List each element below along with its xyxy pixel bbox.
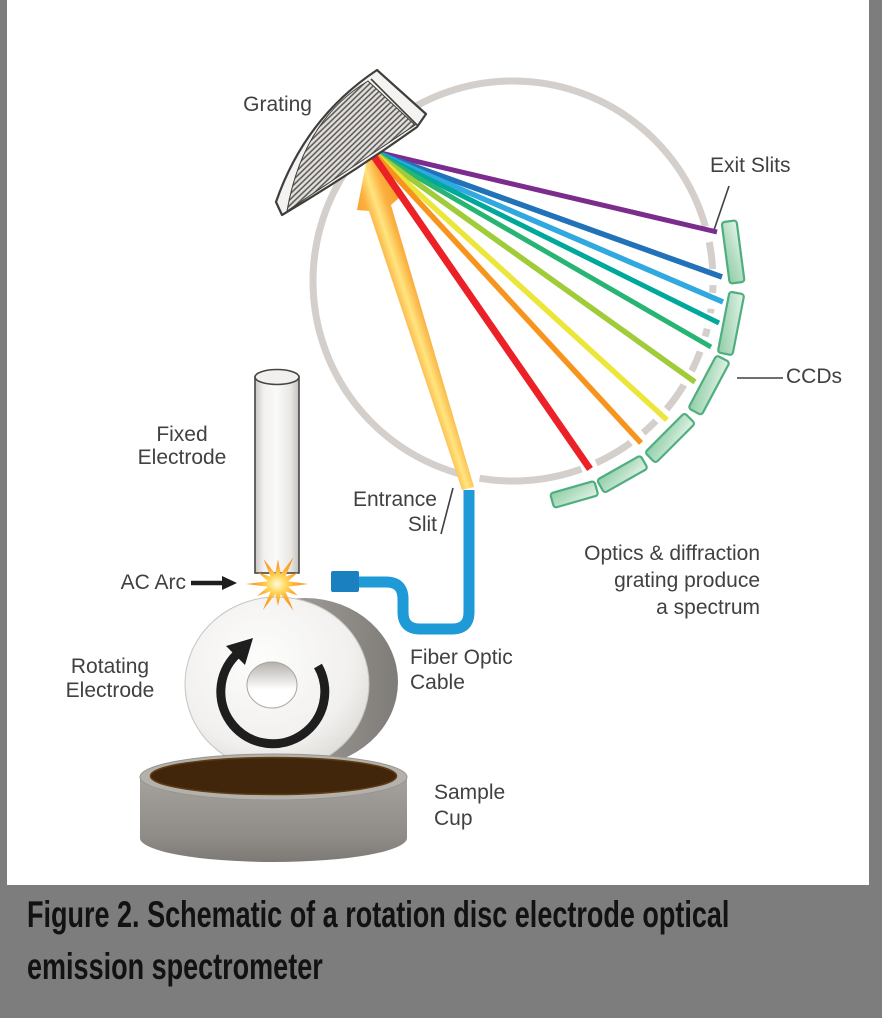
sample-liquid: [149, 756, 398, 796]
optics-note-label: Optics & diffraction grating produce a s…: [584, 542, 760, 619]
ray-yellow-green: [370, 148, 697, 385]
rotating-disc-electrode: [184, 596, 398, 772]
ray-yellow: [370, 148, 669, 423]
ray-red: [370, 153, 593, 471]
ccd-segment: [717, 290, 745, 356]
grating-element: [274, 68, 428, 217]
sample-cup-label: Sample Cup: [434, 781, 506, 830]
exit-slits-pointer-line: [713, 185, 730, 231]
ccd-array: [549, 219, 746, 509]
grating-grooves: [286, 80, 416, 213]
ccd-segment: [596, 455, 648, 494]
entrance-slit-label: Entrance Slit: [352, 488, 437, 536]
fixed-electrode: [254, 368, 300, 574]
fixed-electrode-label: Fixed Electrode: [137, 423, 227, 469]
fiber-optic-cable: [331, 490, 475, 635]
ccd-segment: [720, 219, 746, 285]
spark-icon: [246, 557, 308, 611]
ac-arc-arrow: [191, 576, 237, 590]
entrance-slit-pointer-line: [440, 487, 454, 535]
diagram-background: [7, 0, 869, 885]
disc-hole: [246, 661, 298, 709]
ray-green: [370, 148, 713, 350]
ray-blue: [371, 148, 723, 280]
sample-cup: [139, 753, 408, 862]
rotating-electrode-label: Rotating Electrode: [65, 655, 155, 702]
fiber-plug: [331, 571, 359, 592]
ccd-segment: [688, 355, 730, 416]
incident-beam-arrow: [357, 153, 474, 490]
ccd-segment: [645, 413, 695, 463]
ray-teal: [370, 148, 721, 326]
ac-arc-label: AC Arc: [120, 571, 186, 594]
figure-caption-line-2: emission spectrometer: [27, 946, 323, 987]
ccds-label: CCDs: [786, 365, 842, 388]
ray-light-blue: [370, 148, 725, 305]
spectrum-rays: [369, 148, 725, 471]
exit-slits-label: Exit Slits: [710, 154, 791, 177]
ray-violet: [371, 148, 718, 235]
fiber-optic-cable-label: Fiber Optic Cable: [410, 646, 513, 694]
rotation-arrow: [216, 638, 330, 749]
figure-caption-line-1: Figure 2. Schematic of a rotation disc e…: [27, 894, 730, 935]
grating-label: Grating: [243, 93, 312, 116]
ray-orange: [369, 149, 644, 445]
ccd-segment: [549, 480, 599, 509]
